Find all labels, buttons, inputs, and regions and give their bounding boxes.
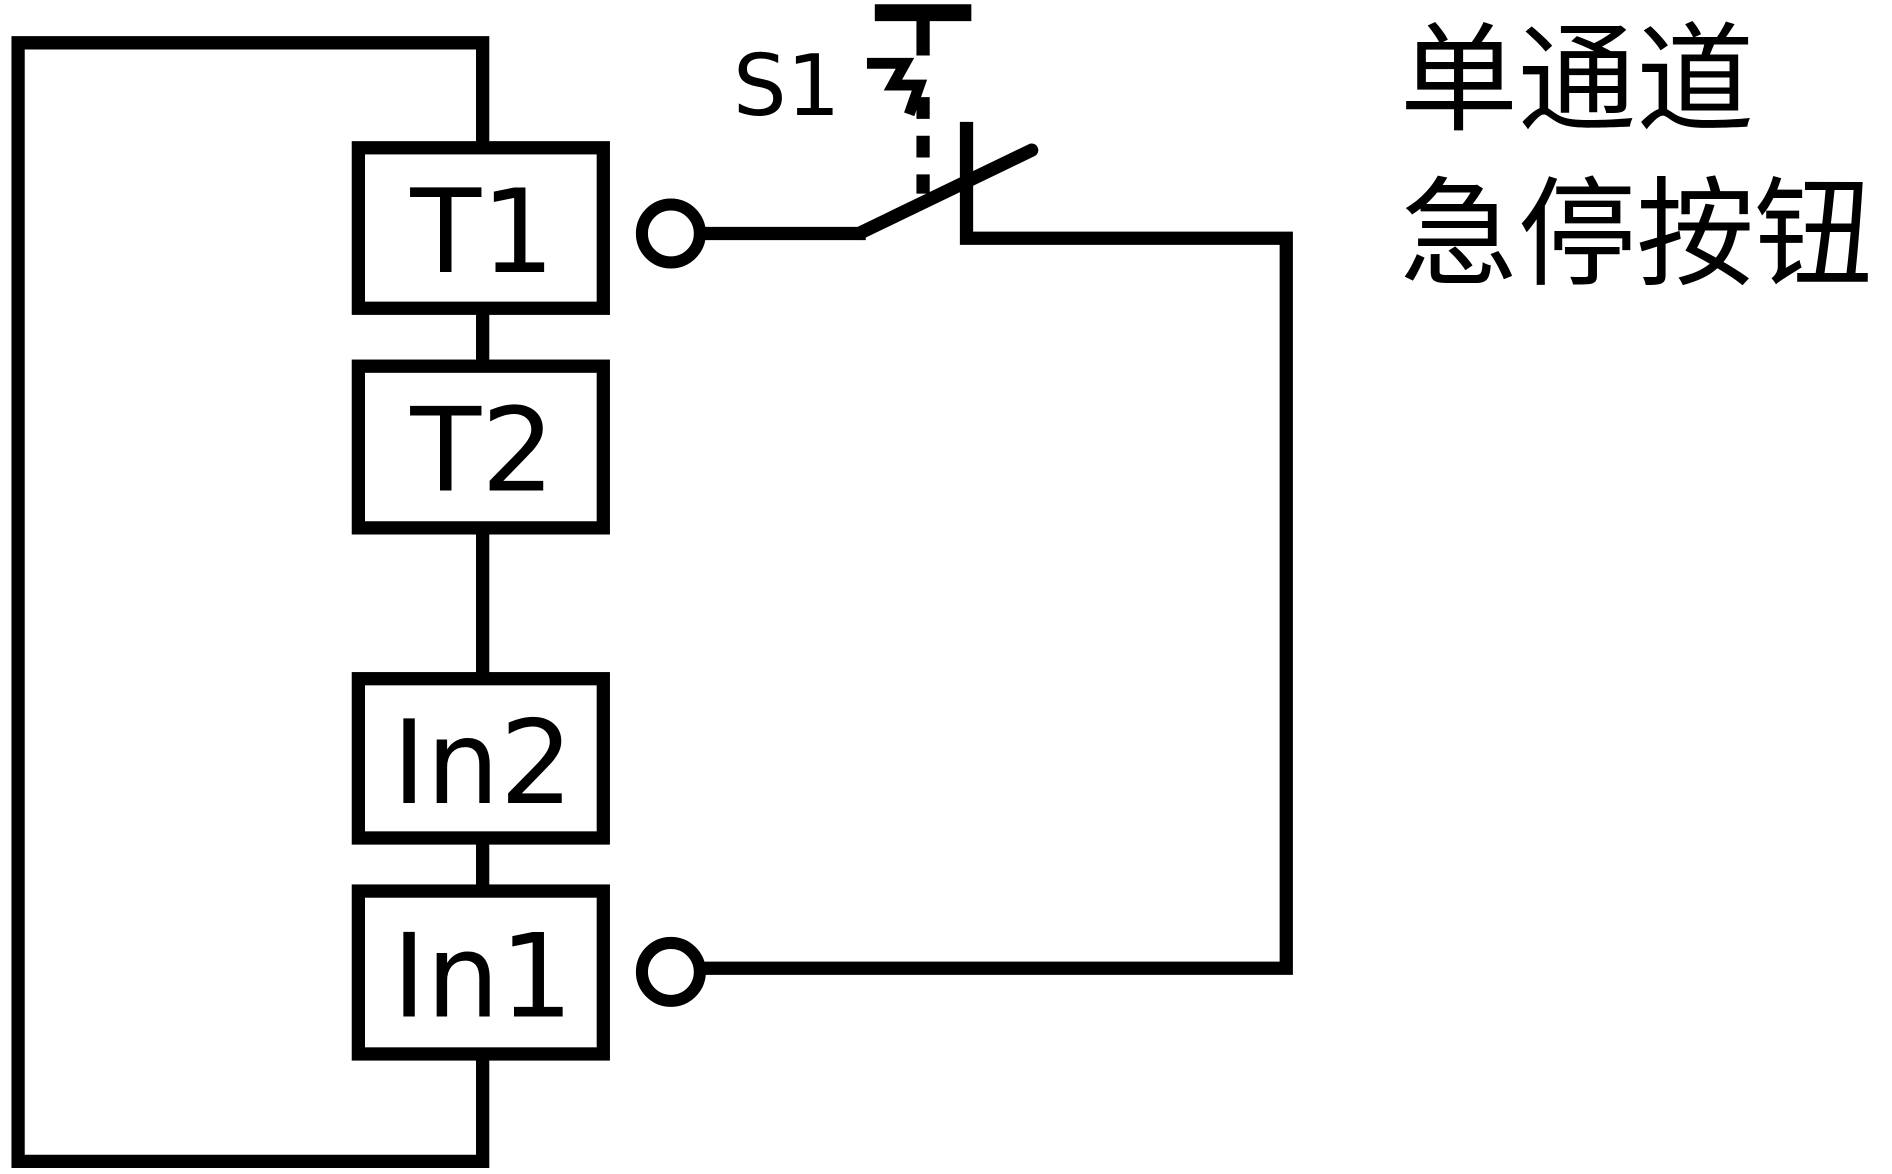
switch-label: S1 — [733, 37, 840, 135]
terminal-t2: T2 — [351, 359, 610, 535]
pushbutton-head-icon — [866, 4, 972, 117]
terminal-in2-label: In2 — [392, 696, 573, 831]
terminal-in1-label: In1 — [392, 910, 573, 1045]
loop-wire — [11, 36, 490, 1168]
terminal-circle-bottom — [635, 936, 706, 1007]
switch-output-wire — [695, 121, 1293, 975]
title-line-1: 单通道 — [1400, 11, 1755, 149]
terminal-t1: T1 — [351, 141, 610, 315]
terminal-circle-top — [635, 198, 706, 269]
terminal-t1-label: T1 — [409, 165, 554, 300]
title-line-2: 急停按钮 — [1400, 166, 1873, 304]
switch-contact-blade — [852, 143, 1039, 241]
terminal-t2-label: T2 — [409, 383, 554, 518]
terminal-in2: In2 — [351, 672, 610, 845]
terminal-in1: In1 — [351, 884, 610, 1061]
